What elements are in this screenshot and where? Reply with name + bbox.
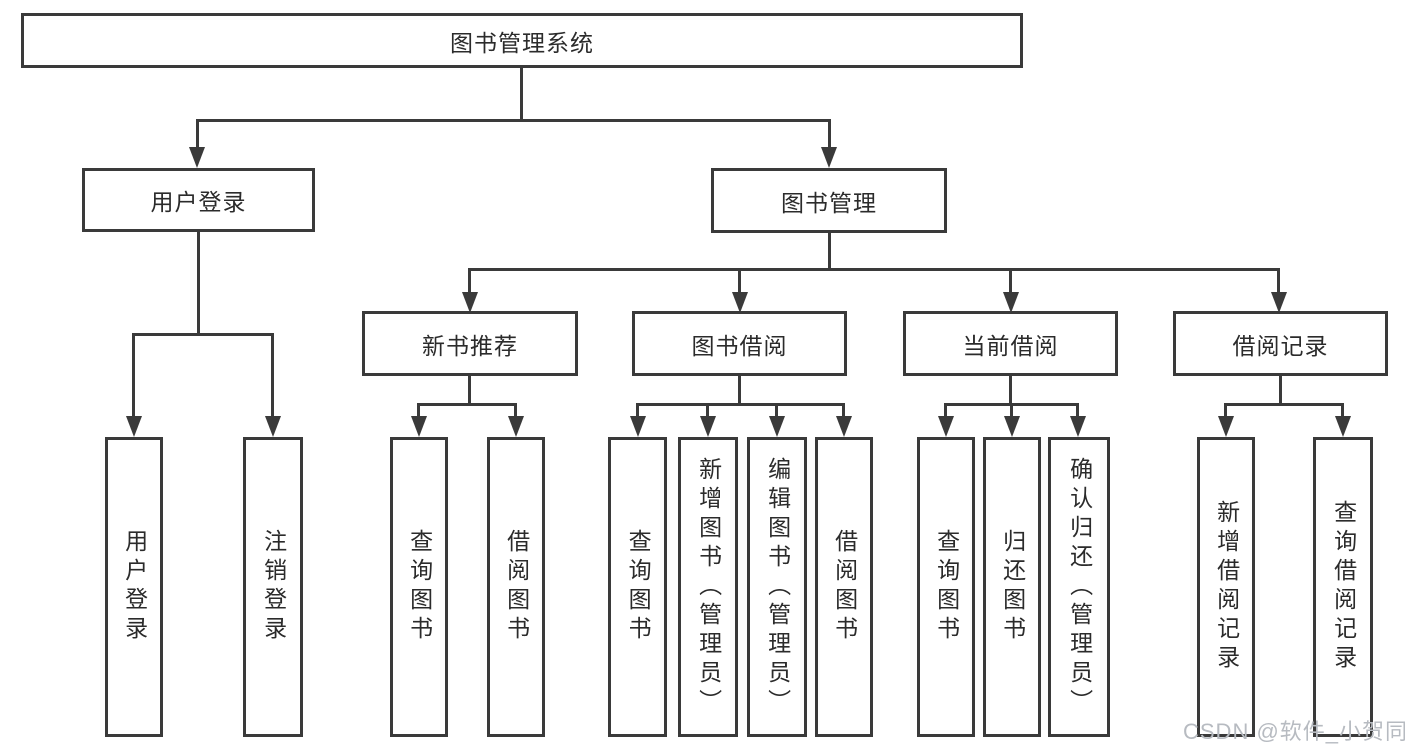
connector-drop-line <box>468 268 471 294</box>
arrow-down-icon <box>769 416 785 437</box>
node-borrowing-records: 借阅记录 <box>1173 311 1388 376</box>
connector-drop-line <box>842 403 845 418</box>
arrow-down-icon <box>1335 416 1351 437</box>
connector-drop-line <box>828 119 831 149</box>
arrow-down-icon <box>1218 416 1234 437</box>
connector-userlogin-rail <box>132 333 274 336</box>
connector-current-stem <box>1009 376 1012 406</box>
connector-root-stem <box>520 68 523 122</box>
arrow-down-icon <box>126 416 142 437</box>
leaf-return-books: 归还图书 <box>983 437 1041 737</box>
leaf-query-borrow-record: 查询借阅记录 <box>1313 437 1373 737</box>
connector-userlogin-stem <box>197 232 200 335</box>
connector-drop-line <box>271 333 274 417</box>
leaf-query-books-current: 查询图书 <box>917 437 975 737</box>
node-user-login-branch: 用户登录 <box>82 168 315 232</box>
node-current-borrowing: 当前借阅 <box>903 311 1118 376</box>
arrow-down-icon <box>189 147 205 168</box>
arrow-down-icon <box>732 292 748 313</box>
arrow-down-icon <box>836 416 852 437</box>
node-book-borrowing: 图书借阅 <box>632 311 847 376</box>
arrow-down-icon <box>1070 416 1086 437</box>
arrow-down-icon <box>1004 416 1020 437</box>
connector-recommend-stem <box>468 376 471 406</box>
connector-records-rail <box>1224 403 1343 406</box>
leaf-confirm-return-admin: 确认归还（管理员） <box>1048 437 1110 737</box>
connector-drop-line <box>514 403 517 418</box>
connector-drop-line <box>775 403 778 418</box>
connector-drop-line <box>636 403 639 418</box>
connector-drop-line <box>1341 403 1344 418</box>
connector-drop-line <box>1009 268 1012 294</box>
connector-root-rail <box>196 119 831 122</box>
node-root: 图书管理系统 <box>21 13 1023 68</box>
connector-drop-line <box>706 403 709 418</box>
arrow-down-icon <box>462 292 478 313</box>
connector-drop-line <box>417 403 420 418</box>
node-new-book-recommend: 新书推荐 <box>362 311 578 376</box>
connector-bookmgmt-rail <box>468 268 1280 271</box>
leaf-borrow-books-recommend: 借阅图书 <box>487 437 545 737</box>
arrow-down-icon <box>1271 292 1287 313</box>
leaf-query-books-recommend: 查询图书 <box>390 437 448 737</box>
connector-drop-line <box>1010 403 1013 418</box>
arrow-down-icon <box>265 416 281 437</box>
connector-recommend-rail <box>417 403 517 406</box>
arrow-down-icon <box>700 416 716 437</box>
connector-drop-line <box>196 119 199 149</box>
arrow-down-icon <box>821 147 837 168</box>
csdn-watermark: CSDN @软件_小贺同学 <box>1183 719 1405 744</box>
leaf-logout: 注销登录 <box>243 437 303 737</box>
connector-drop-line <box>132 333 135 417</box>
leaf-borrow-books-borrowing: 借阅图书 <box>815 437 873 737</box>
arrow-down-icon <box>508 416 524 437</box>
connector-borrowing-rail <box>636 403 845 406</box>
connector-drop-line <box>944 403 947 418</box>
leaf-add-borrow-record: 新增借阅记录 <box>1197 437 1255 737</box>
leaf-user-login: 用户登录 <box>105 437 163 737</box>
connector-drop-line <box>1277 268 1280 294</box>
leaf-add-book-admin: 新增图书（管理员） <box>678 437 738 737</box>
leaf-query-books-borrowing: 查询图书 <box>608 437 667 737</box>
arrow-down-icon <box>938 416 954 437</box>
connector-records-stem <box>1279 376 1282 406</box>
connector-drop-line <box>738 268 741 294</box>
connector-bookmgmt-stem <box>828 233 831 270</box>
connector-borrowing-stem <box>738 376 741 406</box>
connector-drop-line <box>1224 403 1227 418</box>
arrow-down-icon <box>630 416 646 437</box>
arrow-down-icon <box>411 416 427 437</box>
leaf-edit-book-admin: 编辑图书（管理员） <box>747 437 807 737</box>
node-book-management: 图书管理 <box>711 168 947 233</box>
connector-drop-line <box>1076 403 1079 418</box>
arrow-down-icon <box>1003 292 1019 313</box>
